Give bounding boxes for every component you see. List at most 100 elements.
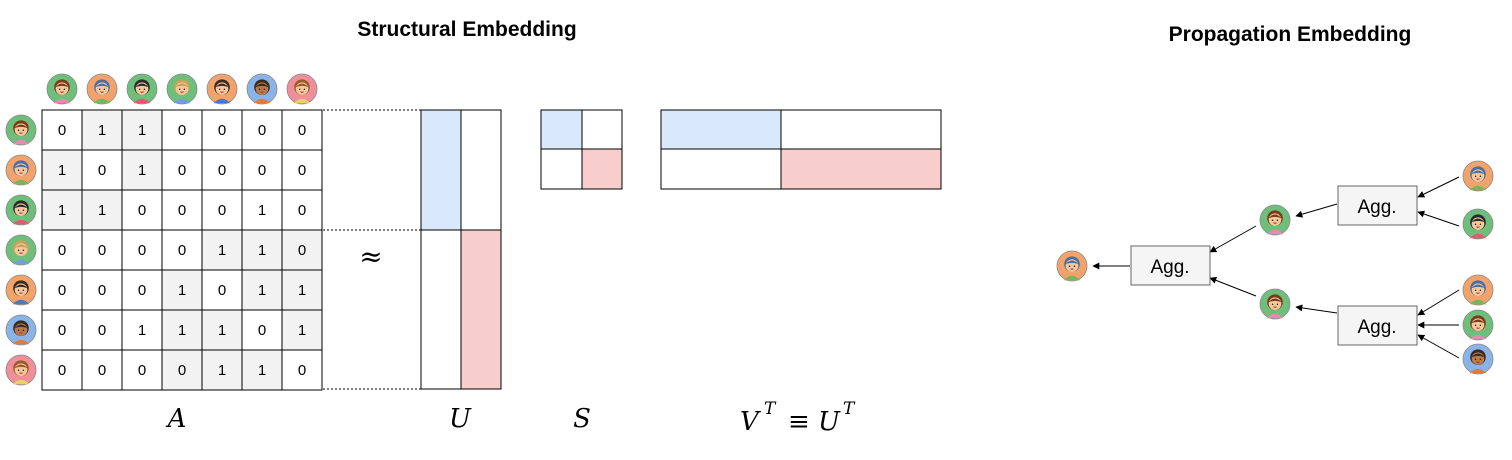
matrix-cell: 0	[281, 109, 323, 151]
s-matrix	[540, 109, 623, 190]
arrow-leaf5-to-aggbottom	[1417, 334, 1460, 359]
s-block-empty-bottom	[540, 148, 583, 190]
matrix-value: 0	[98, 362, 106, 379]
girl-green-avatar-icon	[5, 114, 37, 146]
girl-green-avatar-icon	[1462, 309, 1494, 341]
column-header-avatars	[46, 73, 318, 105]
s-block-empty-top	[581, 109, 623, 150]
boy-green-avatar-icon	[5, 234, 37, 266]
matrix-value: 0	[138, 362, 146, 379]
matrix-cell: 0	[121, 269, 163, 311]
approx-symbol: ≈	[359, 240, 382, 273]
u-matrix	[420, 109, 502, 390]
matrix-value: 1	[138, 322, 146, 339]
matrix-cell: 1	[201, 229, 243, 271]
matrix-cell: 1	[41, 189, 83, 231]
matrix-value: 1	[258, 242, 266, 259]
matrix-cell: 0	[281, 189, 323, 231]
matrix-value: 0	[58, 122, 66, 139]
matrix-value: 0	[298, 162, 306, 179]
matrix-cell: 1	[81, 189, 123, 231]
girl-pink-avatar-icon	[5, 354, 37, 386]
matrix-value: 1	[178, 282, 186, 299]
matrix-cell: 0	[161, 149, 203, 191]
arrow-leaf2-to-aggtop	[1417, 210, 1460, 227]
matrix-value: 0	[258, 122, 266, 139]
agg-box-bottom: Agg.	[1337, 305, 1418, 346]
matrix-value: 1	[138, 162, 146, 179]
matrix-cell: 0	[81, 309, 123, 351]
arrow-aggbottom-to-midbottom	[1295, 304, 1338, 314]
matrix-value: 0	[298, 122, 306, 139]
matrix-cell: 0	[201, 109, 243, 151]
matrix-value: 0	[138, 282, 146, 299]
matrix-cell: 1	[121, 109, 163, 151]
boy-orange-avatar-icon	[5, 154, 37, 186]
u-block-red	[460, 229, 502, 390]
matrix-value: 0	[58, 242, 66, 259]
girl-darkhair-avatar-icon	[1462, 208, 1494, 240]
boy-orange-avatar-icon	[86, 73, 118, 105]
matrix-value: 0	[178, 202, 186, 219]
matrix-value: 0	[258, 322, 266, 339]
matrix-value: 0	[58, 362, 66, 379]
matrix-value: 0	[258, 162, 266, 179]
matrix-cell: 0	[281, 149, 323, 191]
agg-box-root: Agg.	[1130, 245, 1211, 286]
matrix-cell: 0	[161, 229, 203, 271]
arrow-leaf3-to-aggbottom	[1417, 289, 1460, 316]
s-block-red	[581, 148, 623, 190]
matrix-cell: 1	[281, 309, 323, 351]
girl-green-avatar-icon	[46, 73, 78, 105]
matrix-value: 0	[218, 122, 226, 139]
matrix-cell: 1	[81, 109, 123, 151]
matrix-cell: 1	[241, 349, 283, 391]
label-s: S	[573, 404, 591, 434]
matrix-cell: 0	[121, 229, 163, 271]
matrix-value: 0	[218, 282, 226, 299]
matrix-cell: 0	[241, 149, 283, 191]
matrix-value: 0	[138, 202, 146, 219]
boy-blue-avatar-icon	[5, 314, 37, 346]
matrix-value: 0	[138, 242, 146, 259]
propagation-nodes	[1056, 160, 1494, 375]
matrix-cell: 1	[201, 349, 243, 391]
matrix-value: 0	[178, 122, 186, 139]
boy-orange-avatar-icon	[1056, 250, 1088, 282]
matrix-value: 0	[98, 282, 106, 299]
matrix-cell: 0	[161, 109, 203, 151]
matrix-value: 0	[218, 202, 226, 219]
vt-matrix	[660, 109, 942, 190]
matrix-cell: 0	[81, 269, 123, 311]
matrix-value: 1	[98, 202, 106, 219]
matrix-value: 1	[258, 202, 266, 219]
matrix-cell: 1	[121, 149, 163, 191]
matrix-value: 0	[58, 322, 66, 339]
label-v: V	[740, 407, 761, 437]
matrix-value: 1	[218, 242, 226, 259]
matrix-value: 1	[178, 322, 186, 339]
label-ut-superscript: T	[843, 399, 856, 419]
matrix-value: 0	[58, 282, 66, 299]
arrow-midbottom-to-agg	[1209, 277, 1257, 297]
boy-orange-avatar-icon	[1462, 160, 1494, 192]
man-orange-avatar-icon	[5, 274, 37, 306]
matrix-cell: 0	[281, 349, 323, 391]
matrix-cell: 0	[81, 349, 123, 391]
matrix-cell: 1	[241, 269, 283, 311]
matrix-cell: 0	[201, 269, 243, 311]
matrix-value: 0	[98, 322, 106, 339]
matrix-cell: 0	[121, 189, 163, 231]
matrix-cell: 1	[241, 189, 283, 231]
girl-green-avatar-icon	[1259, 288, 1291, 320]
boy-orange-avatar-icon	[1462, 274, 1494, 306]
matrix-value: 0	[298, 202, 306, 219]
matrix-value: 0	[178, 162, 186, 179]
vt-block-red	[780, 148, 942, 190]
matrix-cell: 0	[161, 189, 203, 231]
propagation-embedding-title: Propagation Embedding	[1169, 23, 1412, 46]
matrix-cell: 1	[161, 309, 203, 351]
structural-embedding-title: Structural Embedding	[357, 18, 576, 41]
u-block-empty-bottom	[420, 229, 462, 390]
